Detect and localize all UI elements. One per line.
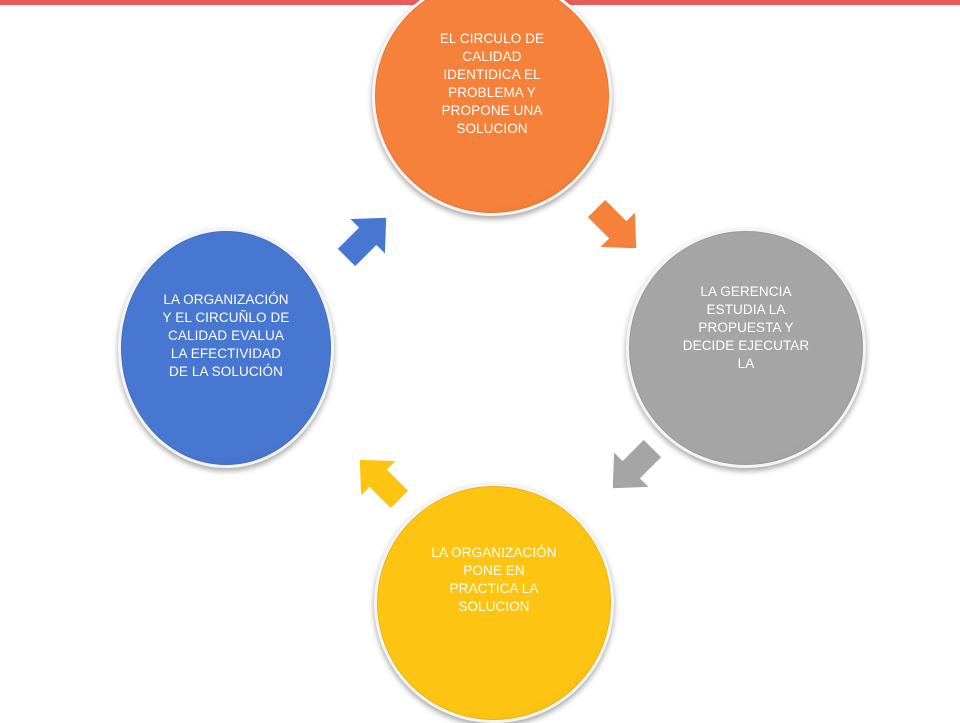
node-management-decides: LA GERENCIA ESTUDIA LA PROPUESTA Y DECID…	[626, 228, 866, 468]
arrow-left-to-top	[335, 216, 388, 269]
arrow-bottom-to-left	[358, 458, 411, 511]
node-identify-problem-text: EL CIRCULO DE CALIDAD IDENTIDICA EL PROB…	[439, 30, 545, 136]
node-implement-solution: LA ORGANIZACIÓN PONE EN PRACTICA LA SOLU…	[374, 483, 614, 723]
arrow-top-to-right	[585, 197, 638, 250]
node-identify-problem: EL CIRCULO DE CALIDAD IDENTIDICA EL PROB…	[372, 0, 612, 216]
node-evaluate-effectiveness-text: LA ORGANIZACIÓN Y EL CIRCUÑLO DE CALIDAD…	[162, 291, 290, 379]
arrow-right-to-bottom	[611, 437, 664, 490]
node-management-decides-text: LA GERENCIA ESTUDIA LA PROPUESTA Y DECID…	[682, 284, 810, 371]
node-evaluate-effectiveness: LA ORGANIZACIÓN Y EL CIRCUÑLO DE CALIDAD…	[118, 228, 334, 468]
node-implement-solution-text: LA ORGANIZACIÓN PONE EN PRACTICA LA SOLU…	[431, 545, 557, 614]
